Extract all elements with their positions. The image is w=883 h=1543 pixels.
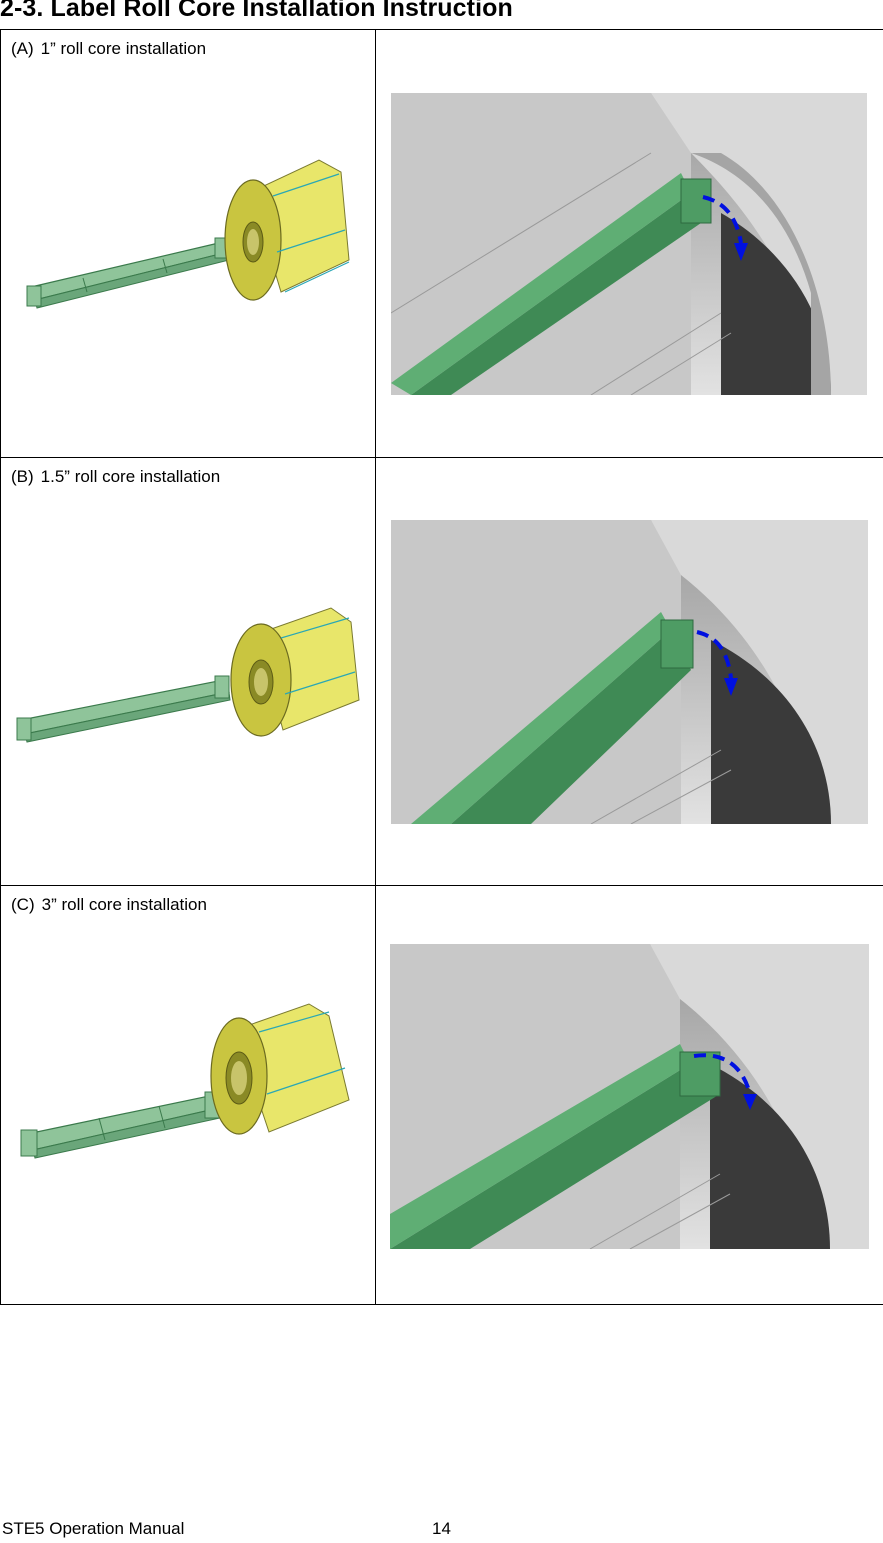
footer-manual-name: STE5 Operation Manual xyxy=(2,1519,185,1538)
label-roll-icon xyxy=(210,1003,350,1135)
table-row: (B) 1.5” roll core installation xyxy=(0,457,883,886)
instruction-cell: (A) 1” roll core installation xyxy=(0,29,376,458)
page-title: 2-3. Label Roll Core Installation Instru… xyxy=(0,0,513,22)
photo-cell xyxy=(375,457,883,886)
row-letter: (C) xyxy=(11,895,35,914)
row-label-text: 3” roll core installation xyxy=(41,895,207,914)
photo-cell xyxy=(375,885,883,1305)
label-roll-with-core-icon xyxy=(26,159,350,309)
core-holder-icon xyxy=(26,237,230,309)
table-row: (C) 3” roll core installation xyxy=(0,885,883,1305)
row-label: (B) 1.5” roll core installation xyxy=(11,467,220,487)
installation-table: (A) 1” roll core installation xyxy=(0,29,883,1305)
instruction-cell: (B) 1.5” roll core installation xyxy=(0,457,376,886)
row-label-text: 1.5” roll core installation xyxy=(40,467,221,486)
label-roll-icon xyxy=(230,607,360,737)
row-label: (A) 1” roll core installation xyxy=(11,39,206,59)
photo-cell xyxy=(375,29,883,458)
row-label: (C) 3” roll core installation xyxy=(11,895,207,915)
instruction-cell: (C) 3” roll core installation xyxy=(0,885,376,1305)
printer-core-mount-photo-icon xyxy=(391,520,868,824)
row-label-text: 1” roll core installation xyxy=(40,39,207,58)
table-row: (A) 1” roll core installation xyxy=(0,29,883,458)
printer-core-mount-photo-icon xyxy=(390,944,869,1249)
core-holder-icon xyxy=(16,675,231,743)
label-roll-icon xyxy=(224,159,350,301)
row-letter: (B) xyxy=(11,467,34,486)
printer-core-mount-photo-icon xyxy=(391,93,867,395)
core-holder-icon xyxy=(20,1091,222,1159)
label-roll-with-core-icon xyxy=(20,1003,350,1159)
row-letter: (A) xyxy=(11,39,34,58)
footer-page-number: 14 xyxy=(432,1519,451,1538)
label-roll-with-core-icon xyxy=(16,607,360,743)
